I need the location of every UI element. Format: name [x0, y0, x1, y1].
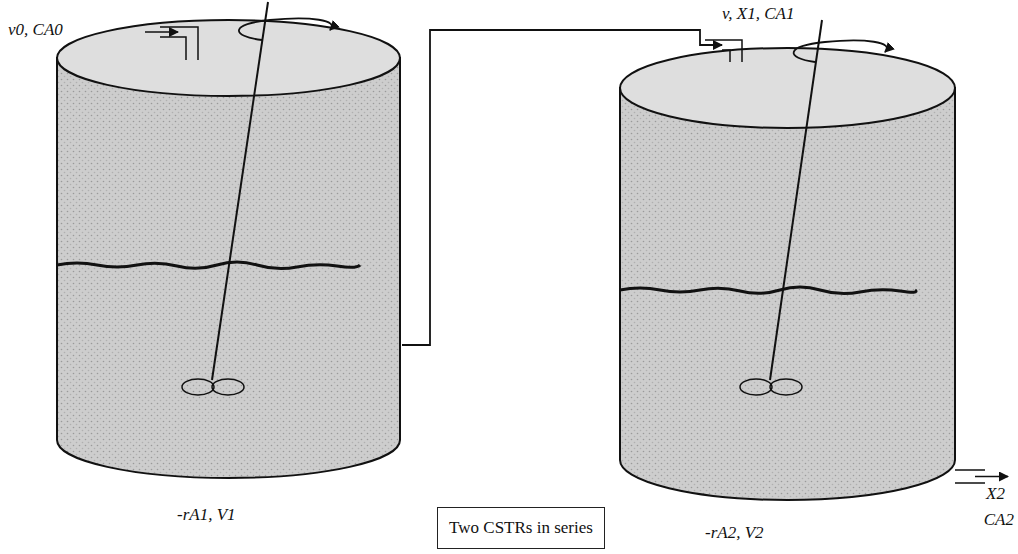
conversion-label: X2: [986, 484, 1005, 504]
connecting-pipe: [402, 30, 722, 345]
concentration-label: CA2: [984, 510, 1014, 530]
stream-label: v, X1, CA1: [722, 4, 794, 24]
tank-label: -rA1, V1: [177, 505, 236, 525]
tank-2: [620, 20, 1008, 500]
reactor-tank: -rA1, V1: [57, 20, 402, 480]
feed-label: v0, CA0: [8, 20, 63, 40]
tank-label: -rA2, V2: [705, 523, 764, 543]
caption-text: Two CSTRs in series: [449, 518, 593, 538]
caption-box: Two CSTRs in series: [437, 507, 605, 549]
tank-1: [57, 2, 400, 478]
reactor-tank: -rA2, V2: [620, 45, 957, 485]
